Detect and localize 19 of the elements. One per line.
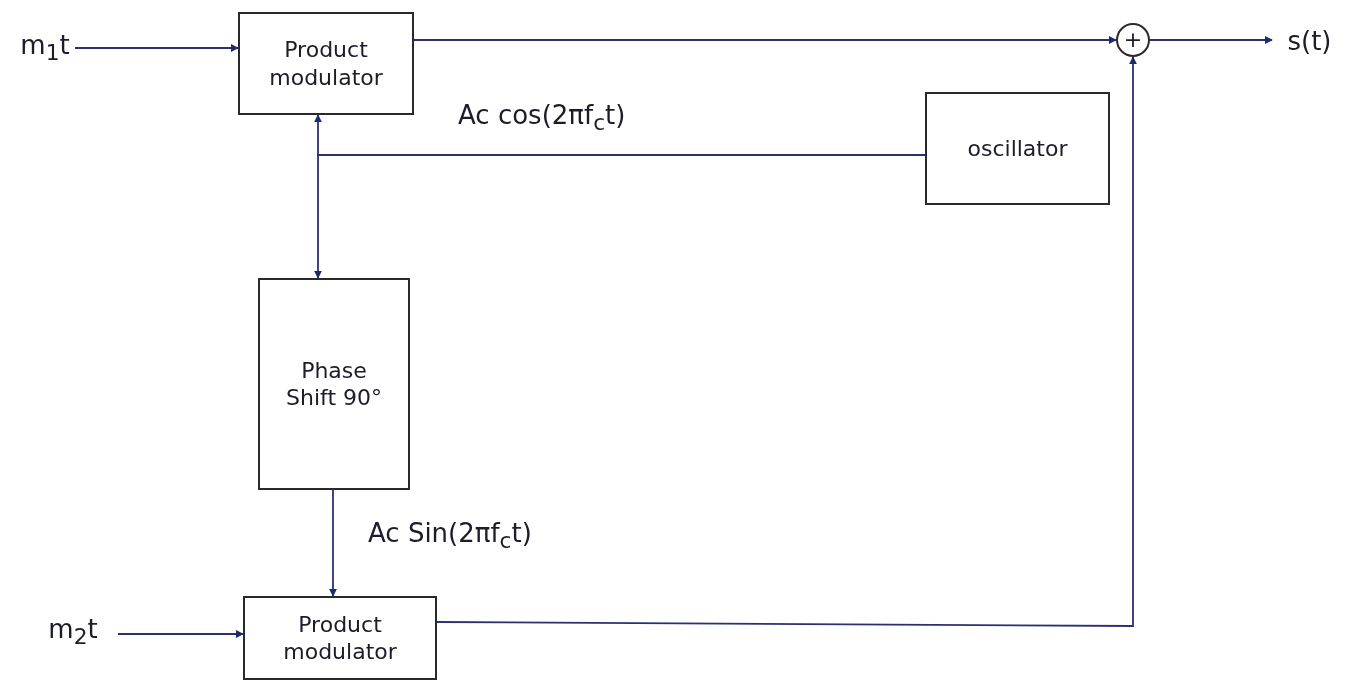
block-label: + (1123, 26, 1143, 54)
oscillator-box (925, 92, 1110, 205)
arrow (74, 44, 239, 52)
phase-shift-box (258, 278, 410, 490)
output-label: s(t) (1287, 24, 1332, 58)
block-label: Product modulator (268, 36, 384, 91)
arrow (329, 489, 337, 597)
arrow (117, 630, 244, 638)
block-label: oscillator (967, 134, 1068, 163)
block-label: Product modulator (282, 610, 398, 666)
modulator-box (243, 596, 437, 680)
summing-junction (1116, 23, 1150, 57)
arrow (413, 36, 1117, 44)
arrow (436, 56, 1137, 627)
modulator-box (238, 12, 414, 115)
input-label: m$_{2}$t (48, 613, 98, 651)
block-label: Phase Shift 90° (285, 356, 383, 412)
arrow (1149, 36, 1273, 44)
input-label: m$_{1}$t (20, 29, 70, 67)
